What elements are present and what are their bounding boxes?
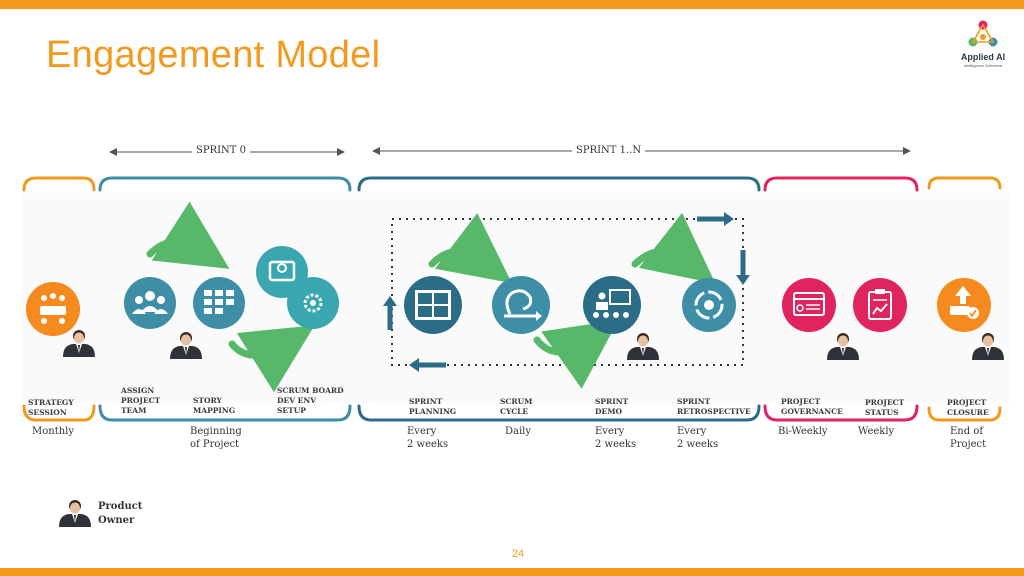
- green-arrow-4: [533, 319, 619, 389]
- team-icon: [124, 277, 176, 329]
- stage-label-assign-project-team: ASSIGN PROJECT TEAM: [121, 386, 161, 415]
- stage-label-project-closure: PROJECT CLOSURE: [947, 398, 989, 417]
- frequency-strategy-session: Monthly: [32, 426, 75, 437]
- stage-label-sprint-retrospective: SPRINT RETROSPECTIVE: [677, 397, 751, 416]
- product-owner-legend-label: Product Owner: [98, 501, 143, 526]
- logo-tagline: Intelligence Delivered: [963, 63, 1003, 68]
- sprint1n-bracket-bottom: [357, 404, 761, 422]
- stage-label-strategy-session: STRATEGY SESSION: [28, 398, 74, 417]
- stage-label-story-mapping: STORY MAPPING: [193, 396, 236, 415]
- frequency-sprint-retrospective: Every 2 weeks: [677, 426, 719, 450]
- stage-label-scrum-board: SCRUM BOARD DEV ENV SETUP: [277, 386, 344, 415]
- status-clipboard-icon: [853, 278, 907, 332]
- stage-label-project-status: PROJECT STATUS: [865, 398, 905, 417]
- dev-env-gear-icon: [287, 277, 339, 329]
- stage-label-sprint-demo: SPRINT DEMO: [595, 397, 629, 416]
- strategy-bracket-top: [22, 176, 96, 192]
- bottom-accent-bar: [0, 568, 1024, 576]
- green-arrow-3: [428, 212, 512, 284]
- story-map-icon: [193, 277, 245, 329]
- closure-bracket-top: [927, 176, 1002, 190]
- sprint-1n-label: SPRINT 1..N: [572, 145, 646, 156]
- governance-bracket-bottom: [763, 404, 919, 422]
- green-arrow-5: [631, 212, 716, 284]
- frequency-story-mapping: Beginning of Project: [190, 426, 242, 450]
- meeting-table-icon: [26, 282, 80, 336]
- logo-name: Applied AI: [960, 52, 1006, 62]
- company-logo: Applied AI Intelligence Delivered: [952, 18, 1014, 70]
- page-number: 24: [511, 548, 525, 560]
- stage-label-scrum-cycle: SCRUM CYCLE: [500, 397, 533, 416]
- scrum-cycle-icon: [492, 276, 550, 334]
- sprint-0-label: SPRINT 0: [192, 145, 251, 156]
- governance-browser-icon: [782, 278, 836, 332]
- sprint1n-bracket-top: [357, 176, 761, 192]
- frequency-project-governance: Bi-Weekly: [778, 426, 828, 437]
- sprint-planning-board-icon: [404, 276, 462, 334]
- stage-label-sprint-planning: SPRINT PLANNING: [409, 397, 457, 416]
- demo-presentation-icon: [583, 276, 641, 334]
- stage-label-project-governance: PROJECT GOVERNANCE: [781, 397, 843, 416]
- sprint0-bracket-top: [98, 176, 352, 192]
- product-owner-icon: [59, 500, 91, 527]
- applied-ai-logo-icon: [968, 20, 998, 47]
- frequency-sprint-planning: Every 2 weeks: [407, 426, 449, 450]
- strategy-bracket-bottom: [22, 404, 96, 422]
- top-accent-bar: [0, 0, 1024, 9]
- frequency-scrum-cycle: Daily: [505, 426, 532, 437]
- retrospective-cycle-icon: [682, 278, 736, 332]
- frequency-project-closure: End of Project: [950, 426, 987, 450]
- governance-bracket-top: [763, 176, 919, 192]
- closure-upload-icon: [937, 278, 991, 332]
- page-title: Engagement Model: [46, 34, 381, 76]
- sprint0-bracket-bottom: [98, 404, 352, 422]
- green-arrow-1: [146, 201, 230, 269]
- frequency-sprint-demo: Every 2 weeks: [595, 426, 637, 450]
- frequency-project-status: Weekly: [858, 426, 895, 437]
- green-arrow-2: [228, 325, 315, 393]
- closure-bracket-bottom: [927, 406, 1002, 422]
